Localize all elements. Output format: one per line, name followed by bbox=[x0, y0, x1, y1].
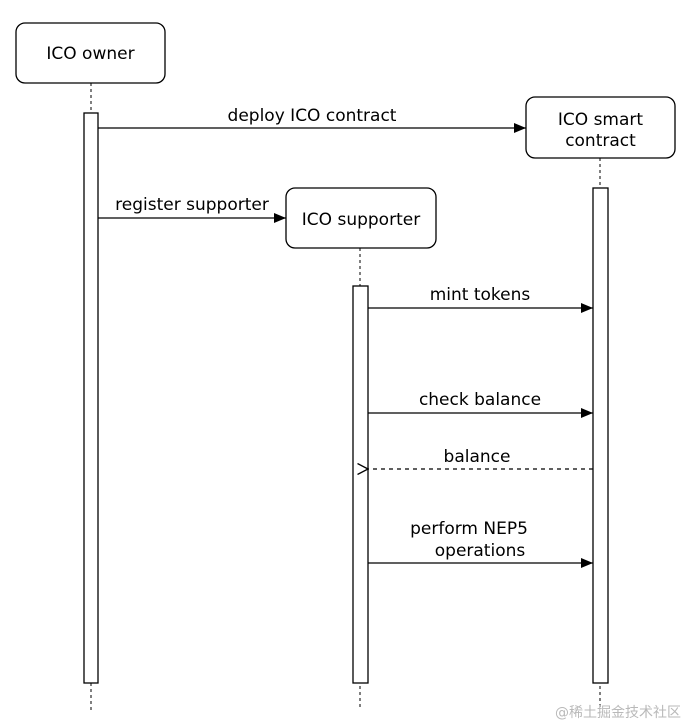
message-label: check balance bbox=[419, 390, 541, 410]
message-check-balance: check balance bbox=[368, 390, 593, 418]
participant-ico-owner: ICO owner bbox=[15, 22, 166, 84]
owner-activation-bar bbox=[83, 112, 99, 684]
contract-activation-bar bbox=[592, 187, 609, 684]
participant-label: ICO owner bbox=[46, 44, 134, 64]
supporter-activation-bar bbox=[352, 285, 369, 684]
message-register-supporter: register supporter bbox=[98, 195, 286, 223]
message-perform-nep5-operations: perform NEP5 operations bbox=[368, 519, 593, 568]
message-mint-tokens: mint tokens bbox=[368, 285, 593, 313]
participant-label-line-2: contract bbox=[565, 131, 636, 151]
participant-box bbox=[15, 22, 166, 84]
participant-ico-smart-contract: ICO smart contract bbox=[525, 96, 676, 159]
message-label: register supporter bbox=[115, 195, 269, 215]
participant-ico-supporter: ICO supporter bbox=[285, 187, 437, 249]
message-label: deploy ICO contract bbox=[228, 106, 397, 126]
participant-label-line-1: ICO smart bbox=[558, 110, 643, 130]
message-deploy-ico-contract: deploy ICO contract bbox=[98, 106, 526, 133]
message-label: mint tokens bbox=[430, 285, 531, 305]
watermark: @稀土掘金技术社区 bbox=[555, 705, 681, 721]
message-balance-return: balance bbox=[368, 447, 593, 469]
message-label-line-2: operations bbox=[435, 541, 526, 561]
participant-label: ICO supporter bbox=[302, 210, 420, 230]
message-label-line-1: perform NEP5 bbox=[410, 519, 528, 539]
message-label: balance bbox=[444, 447, 511, 467]
